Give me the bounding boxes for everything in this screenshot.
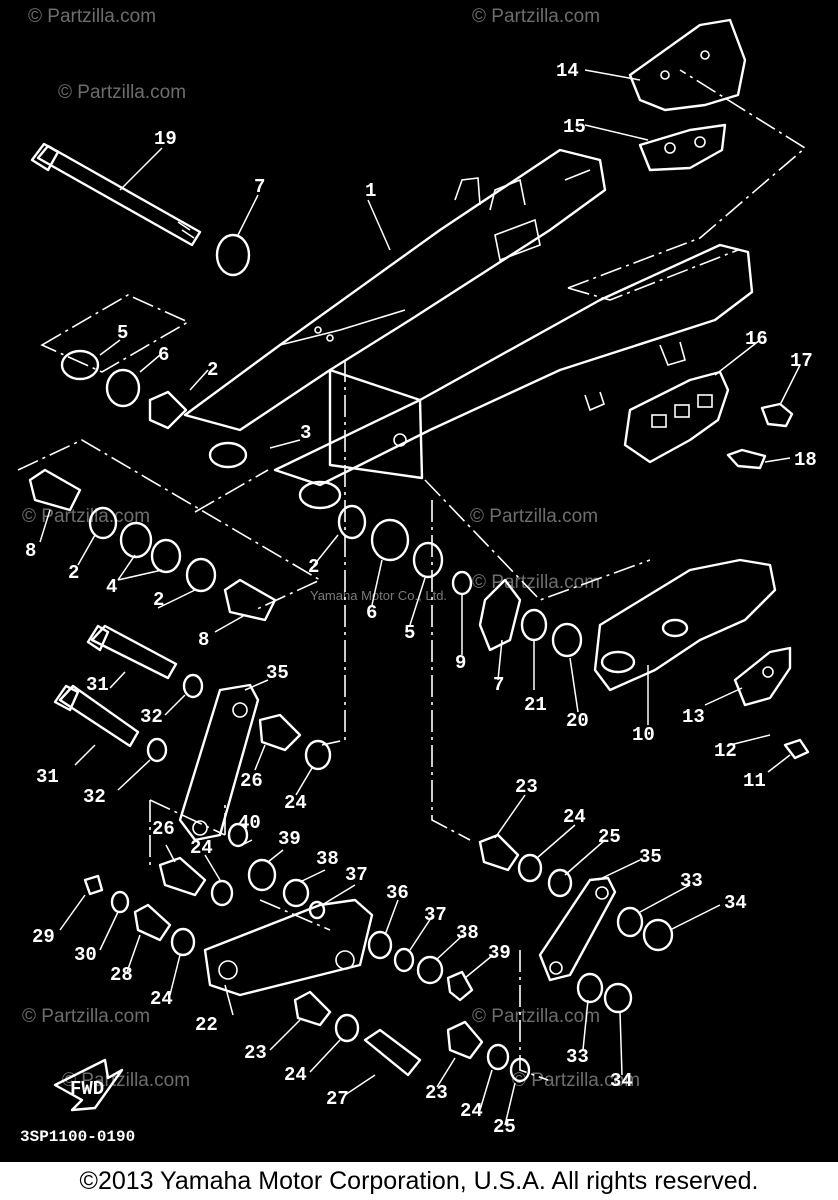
callout-26: 26 [152, 818, 175, 840]
watermark-layer: © Partzilla.com © Partzilla.com © Partzi… [22, 6, 640, 1091]
callout-2: 2 [308, 556, 319, 578]
callout-23: 23 [425, 1082, 448, 1104]
callout-3: 3 [300, 422, 311, 444]
copyright-notice: ©2013 Yamaha Motor Corporation, U.S.A. A… [0, 1162, 838, 1200]
callout-25: 25 [598, 826, 621, 848]
callout-8: 8 [25, 540, 36, 562]
callout-2: 2 [207, 359, 218, 381]
callout-16: 16 [745, 328, 768, 350]
callout-26: 26 [240, 770, 263, 792]
leader-lines [39, 69, 801, 1126]
callout-23: 23 [515, 776, 538, 798]
callout-39: 39 [488, 942, 511, 964]
callout-6: 6 [366, 602, 377, 624]
callout-7: 7 [493, 674, 504, 696]
callout-24: 24 [150, 988, 173, 1010]
callout-18: 18 [794, 449, 817, 471]
callout-11: 11 [743, 770, 766, 792]
callout-35: 35 [266, 662, 289, 684]
callout-6: 6 [158, 344, 169, 366]
callout-5: 5 [117, 322, 128, 344]
callout-36: 36 [386, 882, 409, 904]
watermark: © Partzilla.com [28, 6, 156, 27]
callout-39: 39 [278, 828, 301, 850]
callout-7: 7 [254, 176, 265, 198]
callout-19: 19 [154, 128, 177, 150]
callout-31: 31 [86, 674, 109, 696]
callout-32: 32 [140, 706, 163, 728]
watermark: © Partzilla.com [22, 1006, 150, 1027]
callout-13: 13 [682, 706, 705, 728]
watermark: © Partzilla.com [22, 506, 150, 527]
callout-1: 1 [365, 180, 376, 202]
callout-33: 33 [566, 1046, 589, 1068]
callout-27: 27 [326, 1088, 349, 1110]
callout-24: 24 [190, 837, 213, 859]
watermark: © Partzilla.com [472, 572, 600, 593]
callout-33: 33 [680, 870, 703, 892]
watermark: © Partzilla.com [472, 6, 600, 27]
chain-guide [628, 18, 747, 172]
bolts [30, 142, 810, 1077]
callout-24: 24 [284, 1064, 307, 1086]
parts-diagram: © Partzilla.com © Partzilla.com © Partzi… [17, 6, 817, 1146]
callout-40: 40 [238, 812, 261, 834]
callout-38: 38 [456, 922, 479, 944]
watermark: © Partzilla.com [470, 506, 598, 527]
callout-35: 35 [639, 846, 662, 868]
callout-9: 9 [455, 652, 466, 674]
watermark: © Partzilla.com [58, 82, 186, 103]
callout-22: 22 [195, 1014, 218, 1036]
watermark: © Partzilla.com [62, 1070, 190, 1091]
callout-24: 24 [284, 792, 307, 814]
callout-24: 24 [563, 806, 586, 828]
callout-24: 24 [460, 1100, 483, 1122]
chain-support [623, 370, 730, 464]
callout-10: 10 [632, 724, 655, 746]
center-watermark: Yamaha Motor Co., Ltd. [310, 588, 447, 603]
callout-30: 30 [74, 944, 97, 966]
bushings [28, 233, 674, 1083]
callout-23: 23 [244, 1042, 267, 1064]
callout-31: 31 [36, 766, 59, 788]
assembly-lines [17, 69, 807, 1081]
callout-38: 38 [316, 848, 339, 870]
callout-14: 14 [556, 60, 579, 82]
callout-15: 15 [563, 116, 586, 138]
chain-protector [593, 558, 792, 707]
callout-5: 5 [404, 622, 415, 644]
callout-29: 29 [32, 926, 55, 948]
drawing-code: 3SP1100-0190 [20, 1128, 136, 1146]
callout-labels: 1 2 2 2 2 3 4 5 5 6 6 7 7 8 8 9 10 11 12… [25, 60, 817, 1138]
diagram-canvas: © Partzilla.com © Partzilla.com © Partzi… [17, 6, 817, 1138]
callout-4: 4 [106, 576, 117, 598]
watermark: © Partzilla.com [472, 1006, 600, 1027]
callout-2: 2 [68, 562, 79, 584]
callout-8: 8 [198, 629, 209, 651]
callout-37: 37 [345, 864, 368, 886]
callout-32: 32 [83, 786, 106, 808]
callout-17: 17 [790, 350, 813, 372]
callout-20: 20 [566, 710, 589, 732]
watermark: © Partzilla.com [512, 1070, 640, 1091]
callout-34: 34 [724, 892, 747, 914]
callout-37: 37 [424, 904, 447, 926]
callout-21: 21 [524, 694, 547, 716]
callout-28: 28 [110, 964, 133, 986]
callout-25: 25 [493, 1116, 516, 1138]
fwd-arrow: FWD [53, 1058, 124, 1112]
callout-34: 34 [610, 1070, 633, 1092]
callout-12: 12 [714, 740, 737, 762]
swingarm [183, 148, 754, 510]
fwd-label: FWD [70, 1078, 104, 1100]
callout-2: 2 [153, 589, 164, 611]
linkage-arms [178, 683, 617, 997]
